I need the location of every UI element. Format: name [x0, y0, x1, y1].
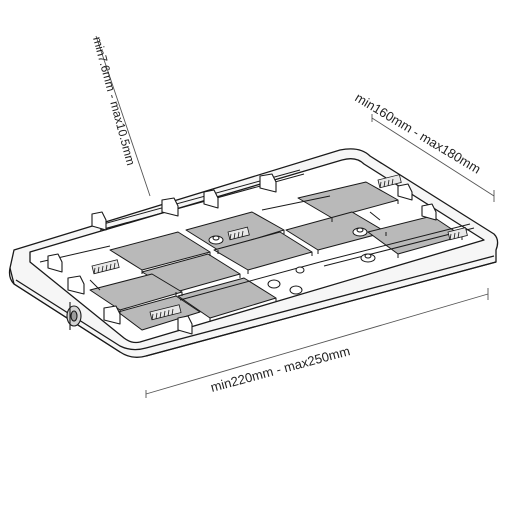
peg	[295, 266, 305, 274]
clip	[91, 211, 107, 231]
tray-base-edge	[15, 255, 495, 351]
pads	[89, 181, 463, 331]
height-range-label: min7.6mm - max10.5mm	[90, 35, 138, 167]
pegs	[208, 227, 376, 295]
gear-rack	[91, 259, 120, 275]
clip	[259, 173, 277, 193]
peg	[289, 285, 303, 295]
height-dimension: min7.6mm - max10.5mm	[90, 35, 151, 197]
peg	[267, 279, 281, 289]
gear-rack	[227, 226, 250, 241]
clip	[161, 197, 179, 217]
tray-side-right	[145, 261, 497, 357]
clip	[397, 183, 413, 201]
gear-rack	[149, 304, 182, 321]
gear-racks	[91, 174, 468, 321]
clip	[177, 315, 193, 335]
clips	[47, 173, 437, 335]
width-dimension-line	[371, 114, 495, 202]
gear-rack	[447, 227, 468, 241]
height-extension-line	[95, 35, 151, 197]
gear-rack	[377, 174, 402, 189]
clip	[421, 203, 437, 221]
pad-edges	[119, 200, 463, 322]
clip	[47, 253, 63, 273]
length-dimension-line	[145, 288, 489, 398]
peg	[356, 227, 364, 233]
clip	[203, 189, 219, 209]
knob	[66, 302, 82, 330]
clip	[67, 275, 85, 295]
peg	[212, 235, 220, 241]
tray-side-front	[9, 267, 121, 353]
peg	[364, 253, 372, 259]
clip	[103, 305, 121, 325]
